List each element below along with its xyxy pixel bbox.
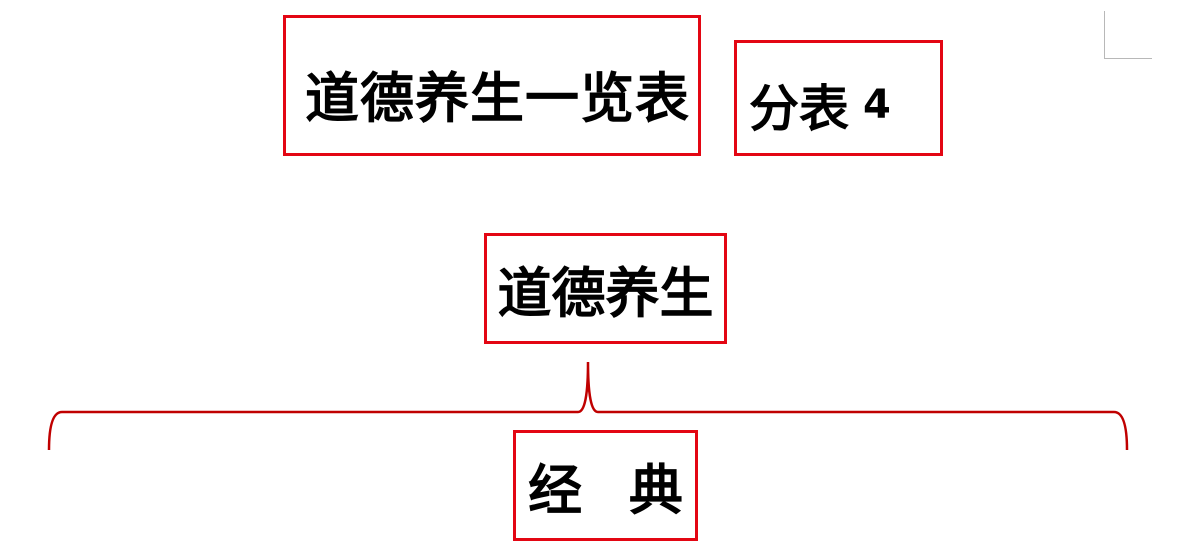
main-title: 道德养生一览表 xyxy=(305,66,690,130)
child-node-box: 经 典 xyxy=(513,430,698,541)
root-node-label: 道德养生 xyxy=(497,261,714,325)
root-node-box: 道德养生 xyxy=(484,233,727,344)
subtitle-text: 分表 xyxy=(749,79,849,138)
subtitle-number: 4 xyxy=(863,82,891,128)
page-corner-mark xyxy=(1104,11,1152,59)
main-title-box: 道德养生一览表 xyxy=(283,15,701,156)
subtitle-box: 分表 4 xyxy=(734,40,943,156)
child-node-label: 经 典 xyxy=(528,458,697,522)
